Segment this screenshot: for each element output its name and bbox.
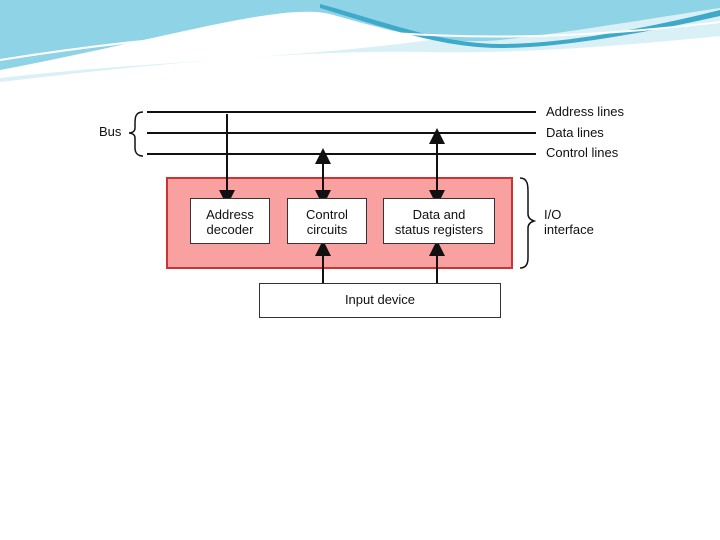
io-interface-label: I/O interface: [544, 207, 594, 237]
address-decoder-box: [190, 198, 270, 244]
bus-label: Bus: [99, 124, 122, 139]
top-wave-decoration: [0, 0, 720, 82]
io-interface-line1: I/O: [544, 207, 562, 222]
wave-band-dark: [320, 4, 720, 48]
wave-line-white: [0, 21, 720, 61]
data-status-registers-box: [383, 198, 495, 244]
wave-band-main: [0, 0, 720, 70]
control-circuits-line2: circuits: [306, 222, 348, 237]
control-circuits-label: Control circuits: [287, 207, 367, 237]
data-status-registers-label: Data and status registers: [383, 207, 495, 237]
data-status-line1: Data and: [412, 207, 466, 222]
address-lines-label: Address lines: [546, 104, 625, 119]
data-lines-label: Data lines: [546, 125, 604, 140]
data-status-line2: status registers: [394, 222, 484, 237]
input-device-label: Input device: [344, 292, 416, 307]
control-lines-label: Control lines: [546, 145, 619, 160]
control-circuits-box: [287, 198, 367, 244]
bus-brace: [128, 111, 144, 157]
io-interface-line2: interface: [544, 222, 594, 237]
control-circuits-line1: Control: [306, 207, 348, 222]
io-interface-brace: [519, 177, 537, 269]
address-decoder-label: Address decoder: [190, 207, 270, 237]
bus-lines: [147, 111, 536, 155]
connection-arrows: [219, 114, 445, 284]
address-decoder-line2: decoder: [206, 222, 254, 237]
address-decoder-line1: Address: [206, 207, 254, 222]
input-device-box: [259, 283, 501, 318]
